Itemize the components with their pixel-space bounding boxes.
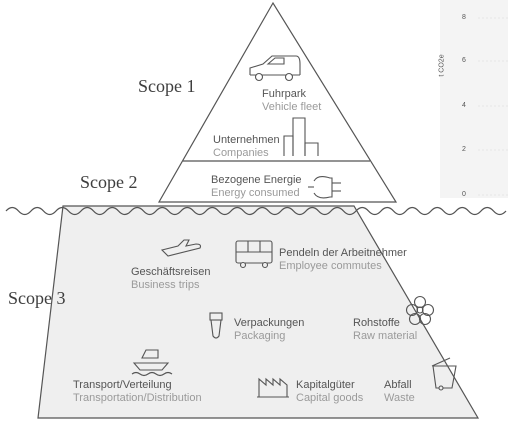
raw-material-en: Raw material	[353, 329, 418, 342]
side-chart-tick-2: 2	[462, 146, 466, 153]
packaging-de: Verpackungen	[234, 317, 305, 329]
capital-goods-de: Kapitalgüter	[296, 379, 355, 391]
scope3-label: Scope 3	[8, 288, 66, 308]
water-line	[5, 206, 507, 216]
car-icon	[249, 55, 301, 82]
scope1-2-section	[157, 1, 398, 203]
waste-label: Abfall Waste	[384, 379, 415, 404]
vehicle-fleet-en: Vehicle fleet	[262, 100, 322, 113]
scope2-label: Scope 2	[80, 172, 138, 192]
transport-label: Transport/Verteilung Transportation/Dist…	[73, 379, 202, 404]
vehicle-fleet-de: Fuhrpark	[262, 88, 307, 100]
airplane-icon	[160, 239, 202, 257]
side-chart-tick-6: 6	[462, 57, 466, 64]
transport-de: Transport/Verteilung	[73, 379, 172, 391]
waste-de: Abfall	[384, 379, 412, 391]
buildings-icon	[283, 117, 319, 156]
energy-en: Energy consumed	[211, 186, 300, 199]
commutes-de: Pendeln der Arbeitnehmer	[279, 247, 407, 259]
vehicle-fleet-label: Fuhrpark Vehicle fleet	[262, 88, 321, 113]
business-trips-label: Geschäftsreisen Business trips	[131, 266, 210, 291]
trash-bin-icon	[431, 357, 457, 391]
business-trips-de: Geschäftsreisen	[131, 266, 211, 278]
energy-de: Bezogene Energie	[211, 174, 302, 186]
packaging-en: Packaging	[234, 329, 286, 342]
waste-en: Waste	[384, 391, 415, 404]
business-trips-en: Business trips	[131, 278, 200, 291]
capital-goods-label: Kapitalgüter Capital goods	[296, 379, 363, 404]
transport-en: Transportation/Distribution	[73, 391, 202, 404]
raw-material-de: Rohstoffe	[353, 317, 400, 329]
companies-en: Companies	[213, 146, 269, 159]
side-chart-tick-0: 0	[462, 191, 466, 198]
capital-goods-en: Capital goods	[296, 391, 364, 404]
factory-icon	[257, 377, 289, 398]
side-chart-gridlines	[478, 17, 508, 196]
side-chart-tick-4: 4	[462, 102, 466, 109]
packaging-label: Verpackungen Packaging	[234, 317, 304, 342]
side-chart-axis-label: t CO2e	[438, 54, 446, 77]
side-chart-tick-8: 8	[462, 14, 466, 21]
commutes-en: Employee commutes	[279, 259, 382, 272]
companies-de: Unternehmen	[213, 134, 280, 146]
companies-label: Unternehmen Companies	[213, 134, 280, 159]
ship-icon	[131, 349, 173, 377]
tube-icon	[209, 312, 223, 339]
side-chart-panel	[440, 0, 508, 198]
scope1-label: Scope 1	[138, 76, 196, 96]
plug-icon	[308, 175, 341, 199]
scope3-section	[37, 205, 480, 419]
commutes-label: Pendeln der Arbeitnehmer Employee commut…	[279, 247, 407, 272]
energy-label: Bezogene Energie Energy consumed	[211, 174, 302, 199]
bus-icon	[235, 240, 273, 269]
raw-material-label: Rohstoffe Raw material	[353, 317, 417, 342]
flower-icon	[405, 295, 435, 326]
